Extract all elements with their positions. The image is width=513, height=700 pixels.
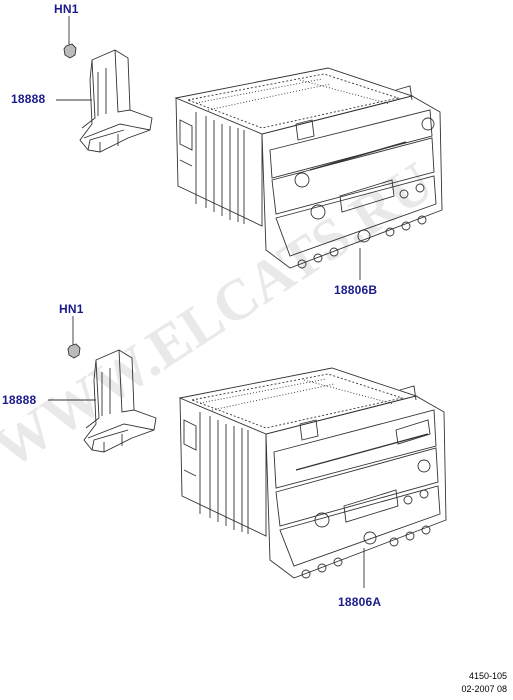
callout-18888-bottom: 18888 (2, 393, 37, 407)
clip-hn1-top (63, 16, 77, 59)
callout-hn1-top: HN1 (54, 2, 79, 16)
radio-cassette-unit-18806a (178, 367, 447, 588)
radio-cd-unit-18806b (174, 67, 443, 280)
date-code: 02-2007 08 (461, 684, 507, 694)
callout-18806b: 18806B (334, 283, 378, 297)
illustration-id: 4150-105 (468, 671, 507, 681)
mounting-bracket-18888-top (56, 49, 153, 153)
mounting-bracket-18888-bottom (48, 349, 157, 453)
callout-18888-top: 18888 (11, 92, 46, 106)
callout-18806a: 18806A (338, 595, 382, 609)
clip-hn1-bottom (67, 316, 81, 359)
callout-hn1-bottom: HN1 (59, 302, 84, 316)
